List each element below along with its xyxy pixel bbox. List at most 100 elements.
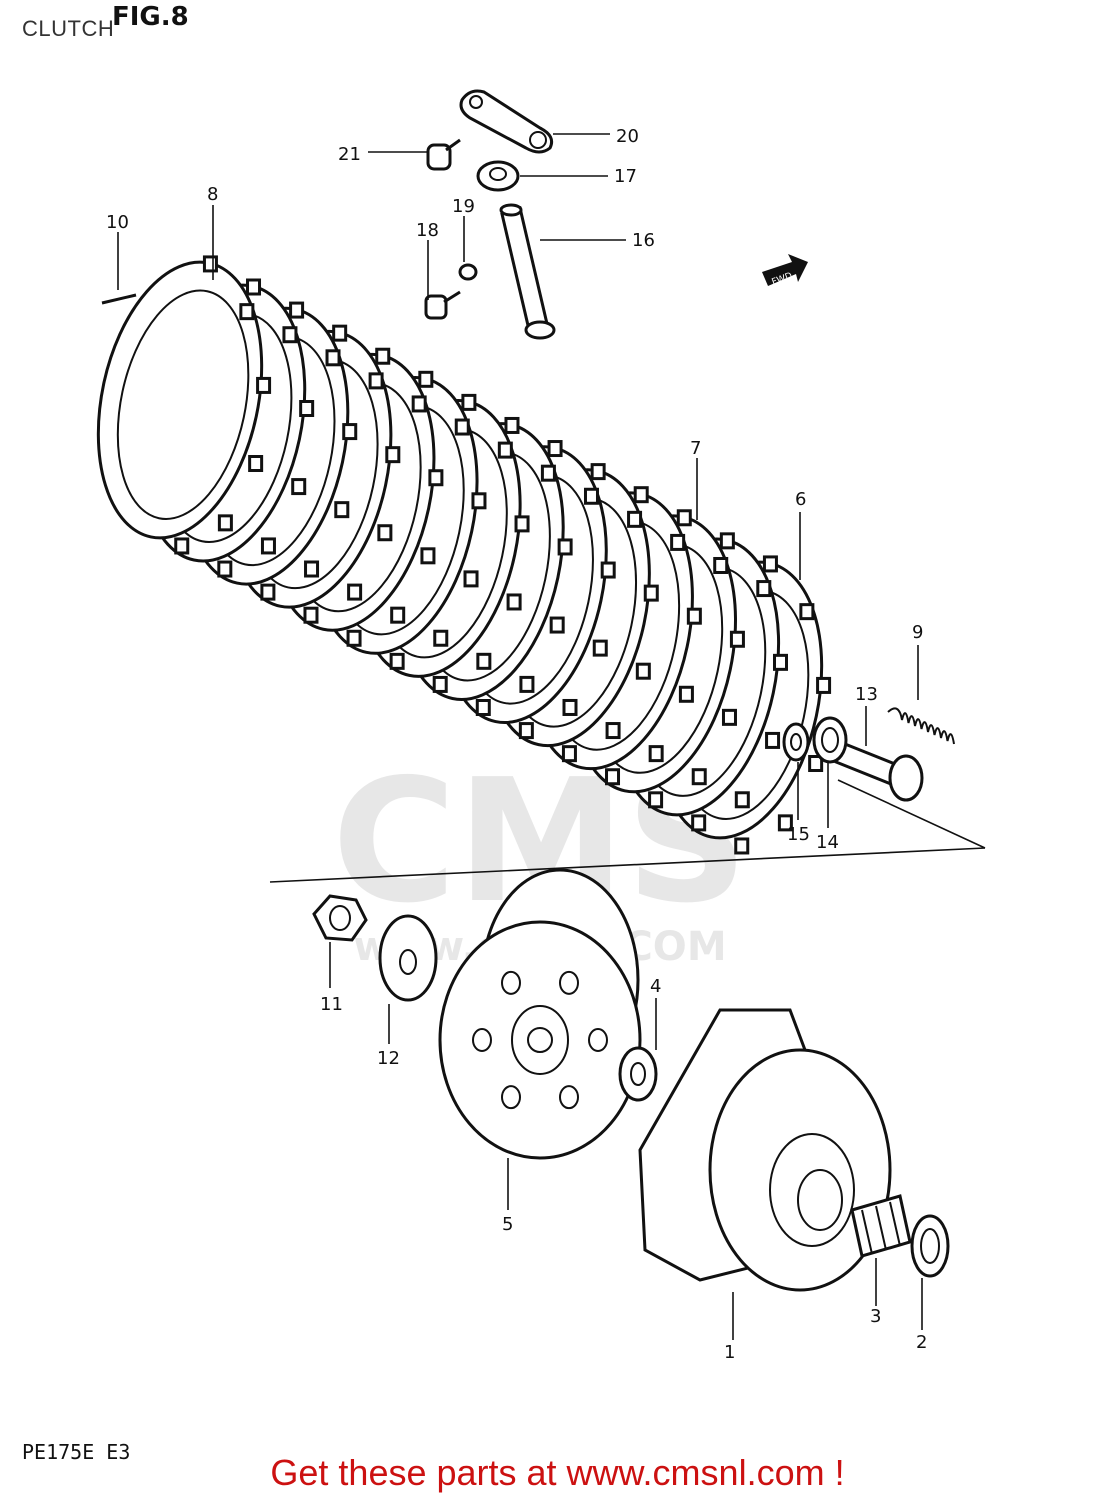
figure-title: FIG.8 bbox=[112, 2, 189, 32]
washer-part-12 bbox=[378, 914, 438, 1002]
needle-bearing-part-3 bbox=[850, 1194, 912, 1258]
callout-3: 3 bbox=[870, 1306, 881, 1327]
plate-tab bbox=[643, 584, 659, 602]
hub-hole bbox=[501, 970, 521, 995]
plate-tab bbox=[808, 755, 824, 773]
plate-tab bbox=[719, 532, 735, 550]
plate-tab bbox=[506, 593, 522, 611]
footer-link[interactable]: Get these parts at www.cmsnl.com ! bbox=[270, 1452, 845, 1493]
plate-tab bbox=[686, 607, 702, 625]
hub-hole bbox=[472, 1028, 492, 1052]
plate-tab bbox=[432, 675, 448, 693]
plate-tab bbox=[248, 455, 264, 473]
callout-2: 2 bbox=[916, 1332, 927, 1353]
plate-tab bbox=[540, 464, 556, 482]
plate-tab bbox=[303, 606, 319, 624]
callout-8: 8 bbox=[207, 184, 218, 205]
plate-tab bbox=[691, 768, 707, 786]
push-piece-part-13 bbox=[834, 739, 924, 802]
plate-tab bbox=[497, 441, 513, 459]
plate-tab bbox=[347, 583, 363, 601]
plate-tab bbox=[547, 440, 563, 458]
oil-seal-part-17 bbox=[476, 160, 520, 192]
plate-tab bbox=[627, 510, 643, 528]
plate-tab bbox=[217, 560, 233, 578]
hub-hole bbox=[559, 970, 579, 995]
bolt-part-18 bbox=[424, 290, 461, 320]
plate-tab bbox=[475, 699, 491, 717]
plate-tab bbox=[260, 537, 276, 555]
plate-tab bbox=[428, 469, 444, 487]
plate-tab bbox=[461, 393, 477, 411]
plate-tab bbox=[605, 768, 621, 786]
callout-9: 9 bbox=[912, 622, 923, 643]
plate-tab bbox=[291, 478, 307, 496]
plate-tab bbox=[777, 814, 793, 832]
plate-tab bbox=[756, 580, 772, 598]
plate-tab bbox=[678, 685, 694, 703]
callout-16: 16 bbox=[632, 230, 655, 251]
plate-tab bbox=[504, 416, 520, 434]
plate-tab bbox=[734, 791, 750, 809]
callout-18: 18 bbox=[416, 220, 439, 241]
clutch-plate-stack bbox=[96, 255, 832, 855]
plate-tab bbox=[246, 278, 262, 296]
plate-tab bbox=[282, 326, 298, 344]
bearing-part-14 bbox=[812, 716, 848, 764]
plate-tab bbox=[799, 603, 815, 621]
plate-tab bbox=[334, 501, 350, 519]
plate-tab bbox=[590, 463, 606, 481]
hub-hole bbox=[501, 1085, 521, 1110]
plate-tab bbox=[561, 745, 577, 763]
nut-part-11 bbox=[312, 894, 368, 942]
plate-tab bbox=[633, 486, 649, 504]
plate-tab bbox=[463, 570, 479, 588]
release-shaft-part-16 bbox=[499, 203, 556, 340]
plate-tab bbox=[304, 560, 320, 578]
callout-12: 12 bbox=[377, 1048, 400, 1069]
plate-tab bbox=[816, 676, 832, 694]
callout-19: 19 bbox=[452, 196, 475, 217]
plate-tab bbox=[377, 524, 393, 542]
plate-tab bbox=[260, 583, 276, 601]
plate-tab bbox=[549, 616, 565, 634]
thrust-washer-part-4 bbox=[618, 1046, 658, 1102]
plate-tab bbox=[325, 349, 341, 367]
callout-13: 13 bbox=[855, 684, 878, 705]
callout-5: 5 bbox=[502, 1214, 513, 1235]
callout-20: 20 bbox=[616, 126, 639, 147]
leader-lines bbox=[117, 133, 923, 1340]
plate-tab bbox=[385, 446, 401, 464]
callout-15: 15 bbox=[787, 824, 810, 845]
plate-tab bbox=[605, 722, 621, 740]
callout-11: 11 bbox=[320, 994, 343, 1015]
washer-part-19 bbox=[458, 263, 478, 281]
plate-tab bbox=[600, 561, 616, 579]
plate-tab bbox=[676, 509, 692, 527]
plate-tab bbox=[514, 515, 530, 533]
callout-7: 7 bbox=[690, 438, 701, 459]
plate-tab bbox=[635, 662, 651, 680]
spring-part-9 bbox=[887, 707, 955, 745]
plate-tab bbox=[411, 395, 427, 413]
plate-tab bbox=[390, 606, 406, 624]
model-code: PE175E E3 bbox=[22, 1440, 131, 1464]
plate-tab bbox=[729, 630, 745, 648]
page-title: CLUTCH bbox=[22, 16, 115, 41]
plate-tab bbox=[583, 487, 599, 505]
callout-14: 14 bbox=[816, 832, 839, 853]
callout-17: 17 bbox=[614, 166, 637, 187]
release-arm-part-20 bbox=[459, 89, 554, 154]
plate-tab bbox=[256, 376, 272, 394]
plate-tab bbox=[721, 708, 737, 726]
plate-tab bbox=[289, 301, 305, 319]
plate-tab bbox=[239, 303, 255, 321]
plate-tab bbox=[562, 698, 578, 716]
plate-tab bbox=[418, 370, 434, 388]
plate-tab bbox=[342, 423, 358, 441]
washer-part-15 bbox=[782, 722, 810, 762]
plate-tab bbox=[773, 653, 789, 671]
callout-6: 6 bbox=[795, 489, 806, 510]
hub-hole bbox=[559, 1085, 579, 1110]
plate-tab bbox=[762, 555, 778, 573]
